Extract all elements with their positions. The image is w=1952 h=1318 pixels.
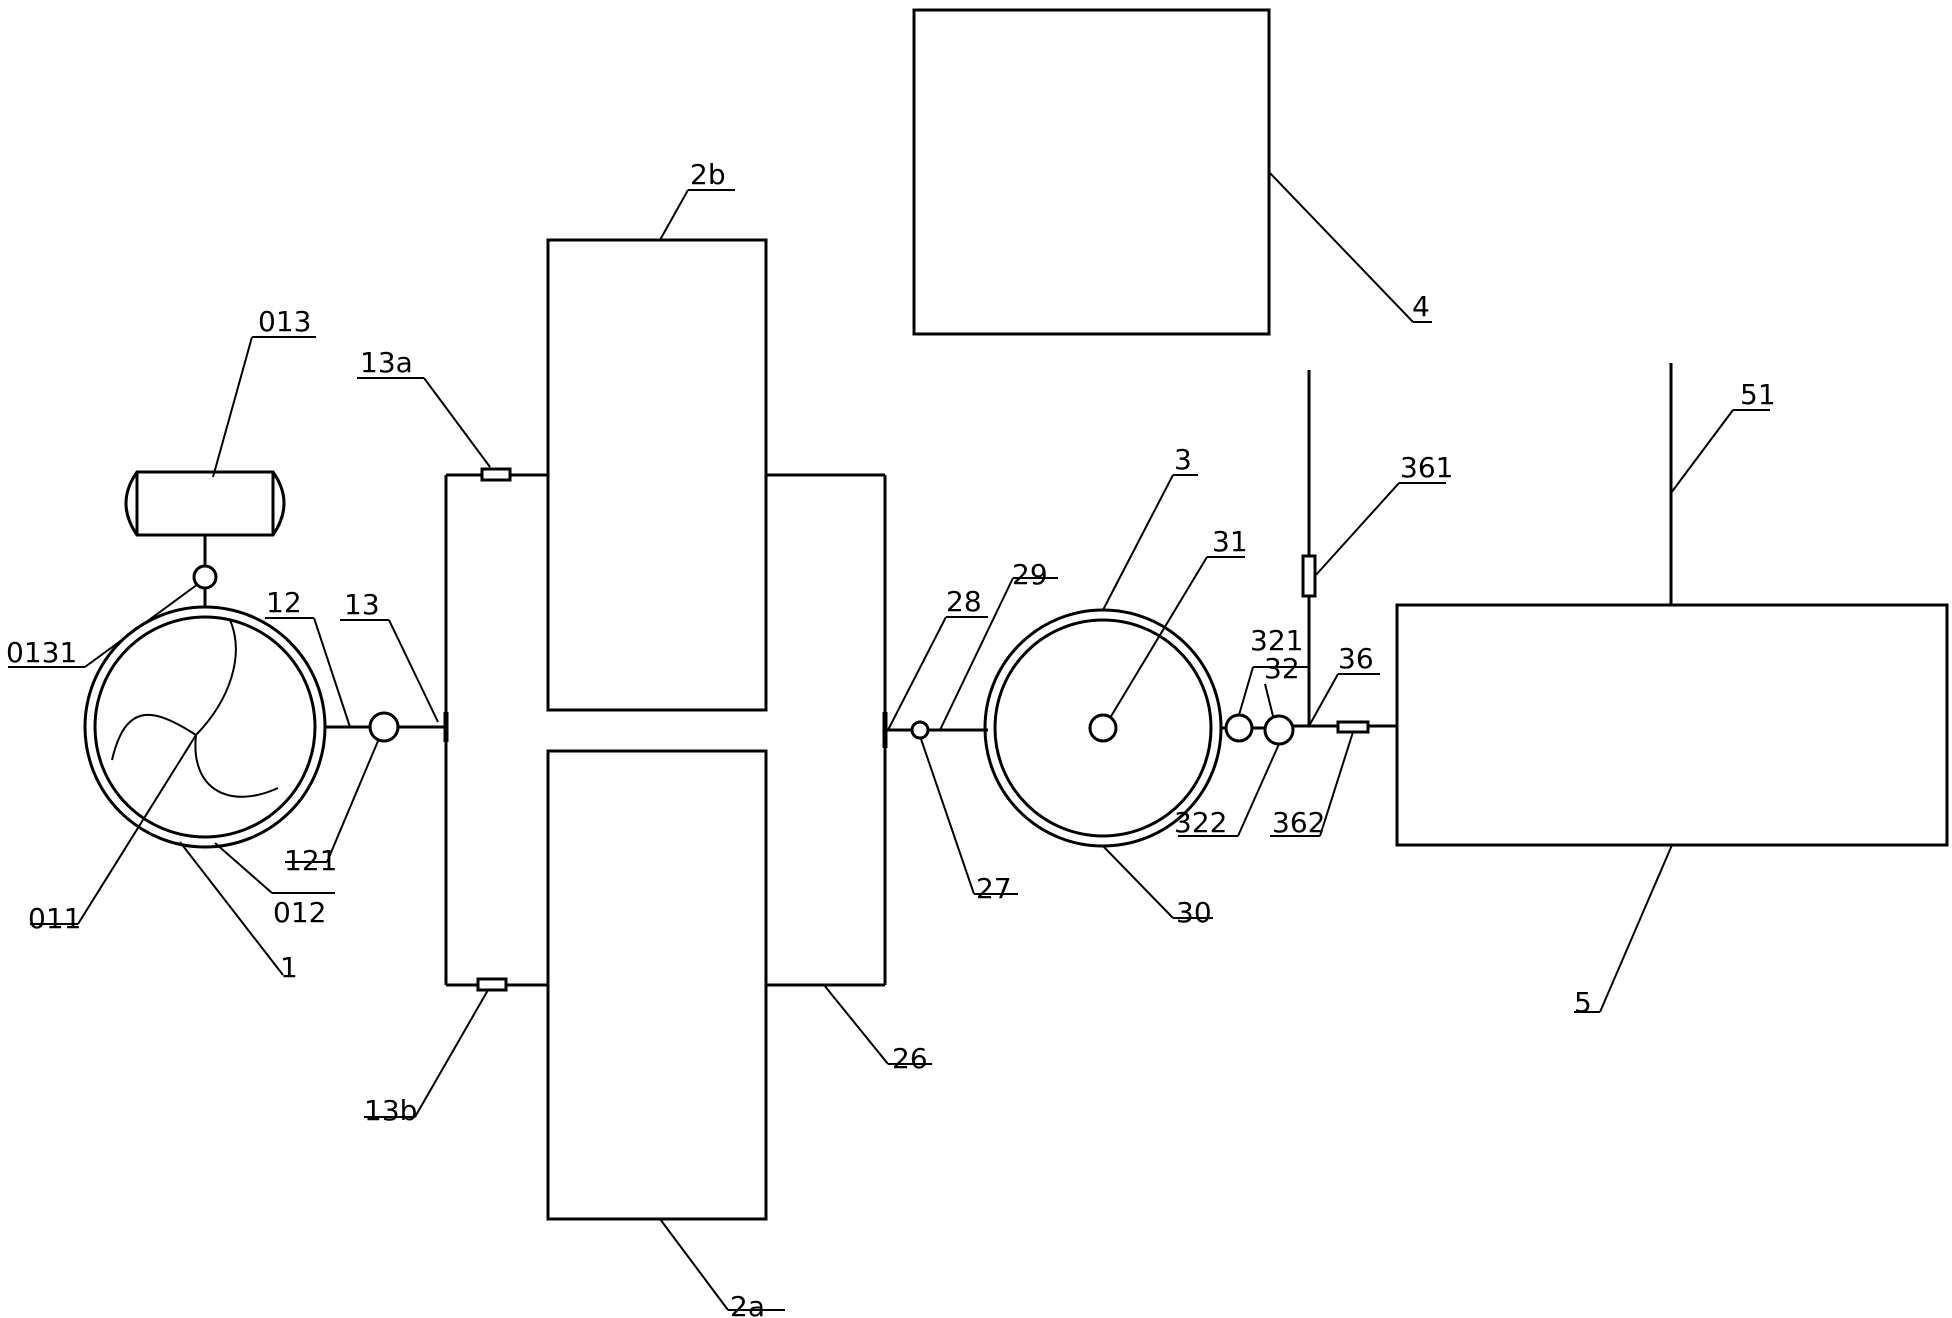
label-011: 011	[28, 902, 81, 935]
label-322: 322	[1174, 806, 1227, 839]
label-12: 12	[266, 586, 302, 619]
label-1: 1	[280, 951, 298, 984]
label-36: 36	[1338, 642, 1374, 675]
label-2b: 2b	[690, 158, 726, 191]
label-3: 3	[1174, 443, 1192, 476]
label-13: 13	[344, 588, 380, 621]
label-27: 27	[976, 872, 1012, 905]
label-2a: 2a	[730, 1290, 765, 1318]
label-4: 4	[1412, 290, 1430, 323]
valve-322	[1263, 714, 1295, 746]
label-32: 32	[1264, 652, 1300, 685]
label-30: 30	[1176, 896, 1212, 929]
label-121: 121	[284, 844, 337, 877]
valve-13a	[480, 467, 512, 482]
label-28: 28	[946, 585, 982, 618]
reactor-2a	[546, 749, 768, 1221]
unit-4	[912, 8, 1271, 336]
label-362: 362	[1272, 806, 1325, 839]
label-012: 012	[273, 896, 326, 929]
label-29: 29	[1012, 558, 1048, 591]
leader-lines	[8, 171, 1770, 1311]
label-26: 26	[892, 1042, 928, 1075]
label-13a: 13a	[360, 346, 413, 379]
valve-13b	[476, 977, 508, 992]
label-0131: 0131	[6, 636, 77, 669]
label-5: 5	[1574, 986, 1592, 1019]
valve-27	[910, 720, 930, 740]
tank-013	[124, 470, 286, 537]
unit-5	[1395, 603, 1949, 847]
valve-321	[1224, 713, 1254, 743]
label-321: 321	[1250, 624, 1303, 657]
valve-121	[368, 711, 400, 743]
label-013: 013	[258, 305, 311, 338]
valve-362	[1336, 720, 1370, 734]
valve-361	[1301, 554, 1317, 598]
label-13b: 13b	[364, 1094, 417, 1127]
label-51: 51	[1740, 378, 1776, 411]
reactor-2b	[546, 238, 768, 712]
label-31: 31	[1212, 525, 1248, 558]
fan-unit-1	[83, 605, 327, 849]
label-361: 361	[1400, 451, 1453, 484]
